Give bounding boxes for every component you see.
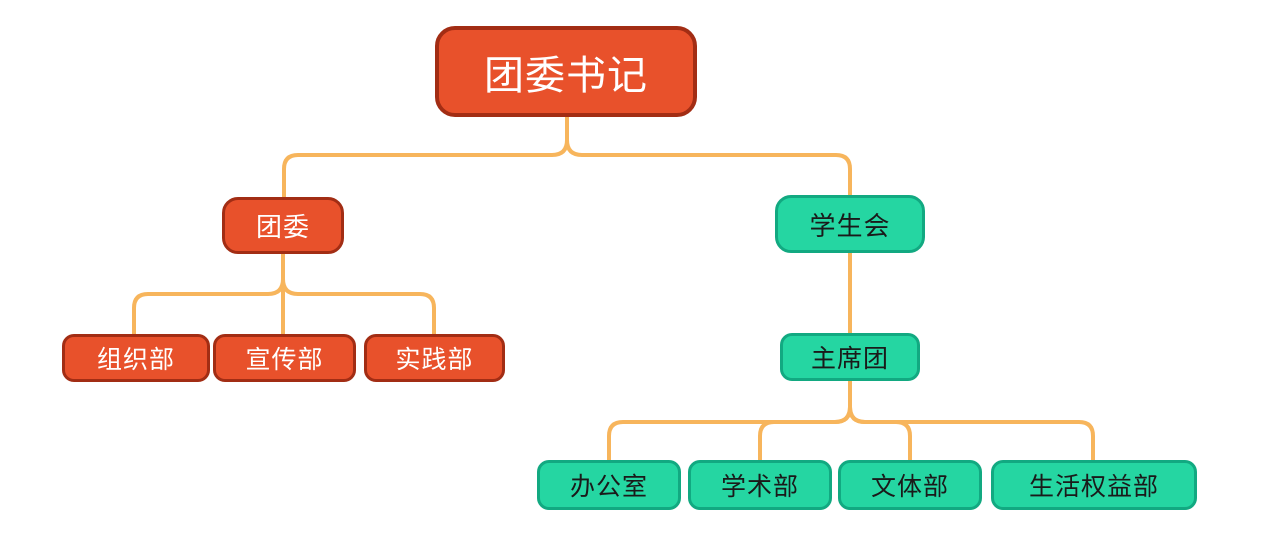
node-practice-dept: 实践部 [364, 334, 505, 382]
connector-zxt-2 [758, 405, 852, 462]
connector-zxt-4 [848, 405, 1095, 462]
connector-tw-right [281, 277, 436, 336]
connector-zxt-3 [848, 405, 912, 462]
connector-root-trunk [282, 115, 569, 199]
node-arts-sports-dept: 文体部 [838, 460, 982, 510]
node-student-union: 学生会 [775, 195, 925, 253]
node-organization-dept: 组织部 [62, 334, 210, 382]
connector-root-right [565, 138, 852, 197]
node-youth-league-secretary: 团委书记 [435, 26, 697, 117]
node-office: 办公室 [537, 460, 681, 510]
node-youth-league-committee: 团委 [222, 197, 344, 254]
connector-tw-left [132, 252, 285, 336]
node-publicity-dept: 宣传部 [213, 334, 356, 382]
node-life-rights-dept: 生活权益部 [991, 460, 1197, 510]
node-academic-dept: 学术部 [688, 460, 832, 510]
node-presidium: 主席团 [780, 333, 920, 381]
